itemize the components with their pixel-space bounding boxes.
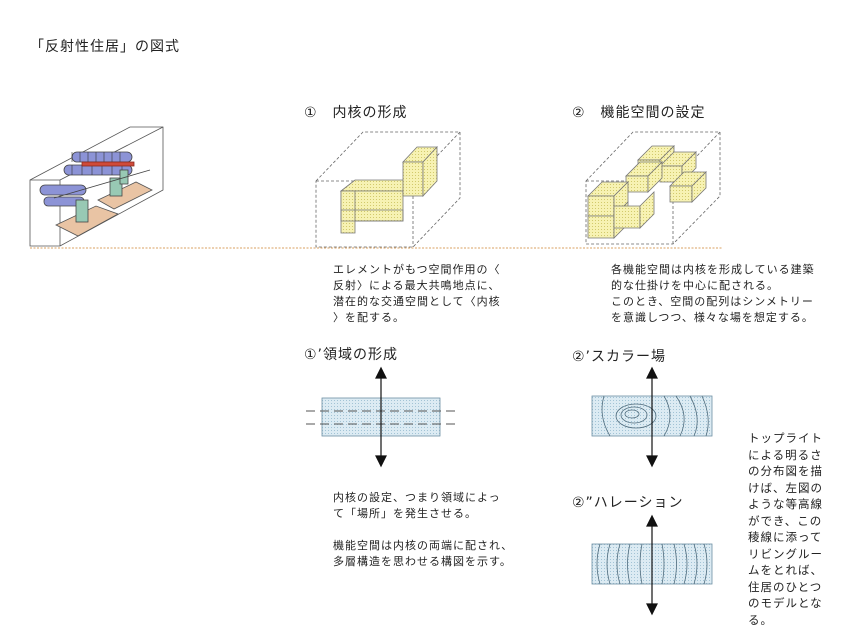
step-heading-core: ① 内核の形成 <box>304 105 408 121</box>
step-heading-halation: ②”ハレーション <box>572 495 684 511</box>
caption-functional: 各機能空間は内核を形成している建築 的な仕掛けを中心に配される。 このとき、空間… <box>611 263 815 324</box>
functional-space-diagram <box>585 131 721 245</box>
halation-diagram <box>591 514 713 616</box>
side-note: トップライト による明るさ の分布図を描 けば、左図の ような等高線 ができ、こ… <box>748 431 823 627</box>
core-formation-diagram <box>315 131 461 248</box>
model-axonometric <box>29 126 164 247</box>
step-heading-territory: ①’領域の形成 <box>304 347 399 363</box>
step-heading-functional: ② 機能空間の設定 <box>572 105 706 121</box>
step-heading-scalar: ②’スカラー場 <box>572 349 667 365</box>
caption-core: エレメントがもつ空間作用の〈 反射〉による最大共鳴地点に、 潜在的な交通空間とし… <box>333 263 501 324</box>
territory-diagram <box>306 366 456 468</box>
page-title: 「反射性住居」の図式 <box>30 39 180 55</box>
caption-territory: 内核の設定、つまり領域によっ て「場所」を発生させる。 機能空間は内核の両端に配… <box>333 491 514 568</box>
scalar-field-diagram <box>591 366 713 468</box>
